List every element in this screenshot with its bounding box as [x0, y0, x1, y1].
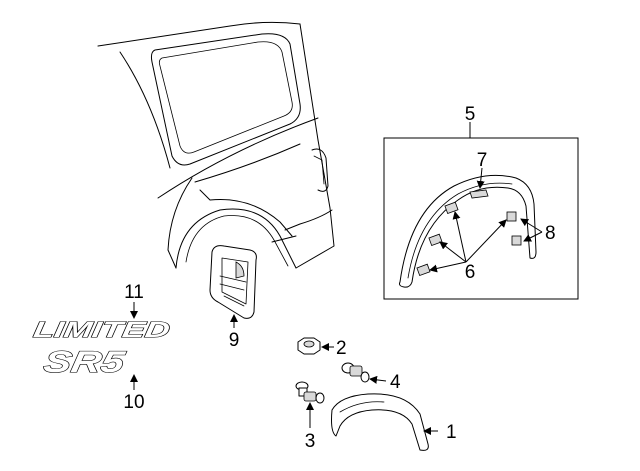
leader-lines — [130, 122, 543, 435]
limited-emblem-text: LIMITED — [32, 317, 172, 342]
callout-9: 9 — [229, 330, 240, 351]
limited-emblem: LIMITED — [31, 317, 172, 343]
callout-8: 8 — [545, 223, 556, 244]
vehicle-quarter-panel — [97, 21, 335, 269]
clip-3 — [295, 381, 325, 404]
sr5-emblem: SR5 — [41, 346, 129, 380]
wheel-opening-molding-group — [383, 137, 579, 300]
callout-2: 2 — [336, 338, 347, 359]
callout-3: 3 — [305, 431, 316, 452]
callout-7: 7 — [477, 150, 488, 171]
nut — [297, 337, 321, 355]
callout-5: 5 — [465, 104, 476, 125]
callout-1: 1 — [446, 422, 457, 443]
mud-guard — [209, 245, 257, 319]
callout-11: 11 — [124, 282, 144, 303]
fender-flare — [331, 393, 429, 451]
callout-10: 10 — [123, 392, 144, 413]
clip-4 — [341, 362, 370, 383]
callout-6: 6 — [465, 262, 476, 283]
callout-4: 4 — [390, 372, 401, 393]
callout-labels: 1 2 3 4 5 6 7 8 9 10 11 — [123, 104, 555, 452]
sr5-emblem-text: SR5 — [41, 346, 128, 379]
